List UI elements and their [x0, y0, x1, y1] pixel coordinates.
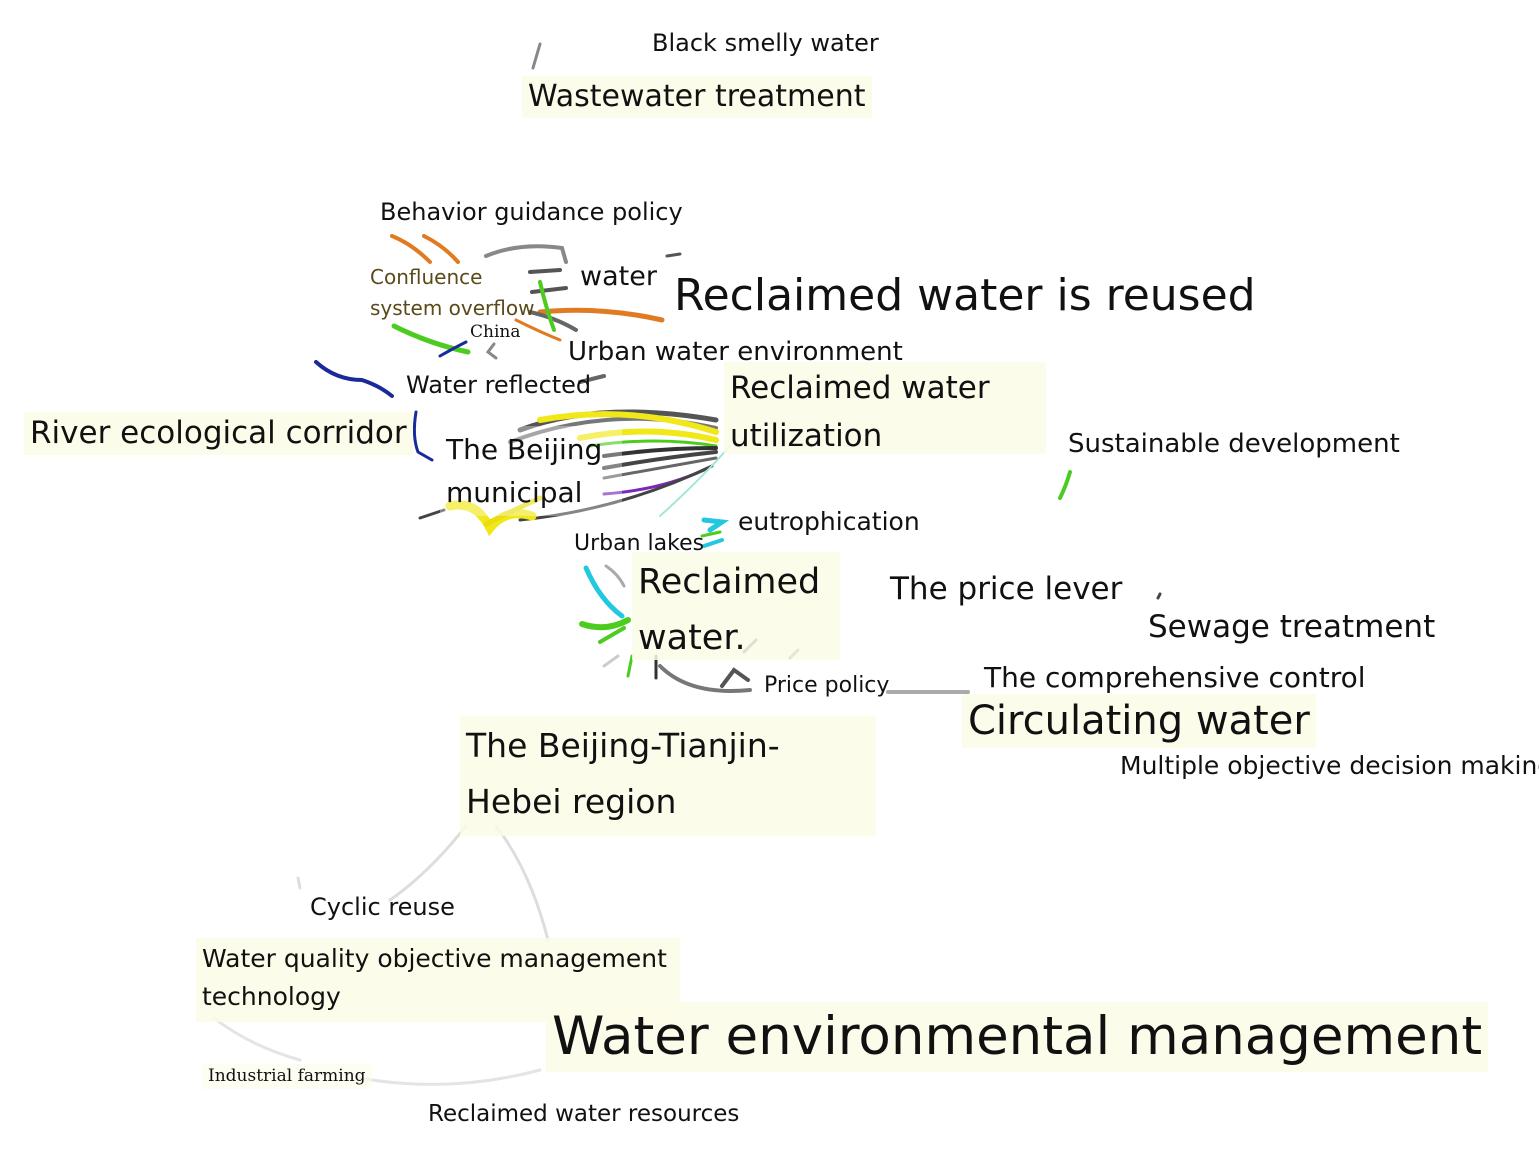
keyword-wastewater-treatment: Wastewater treatment [522, 76, 872, 118]
link-bundle-dark-4 [518, 464, 714, 522]
keyword-multiple-objective-decision-making: Multiple objective decision making [1120, 751, 1539, 780]
link-price-policy-dark [720, 667, 750, 688]
keyword-reclaimed-water-is-reused: Reclaimed water is reused [674, 270, 1256, 321]
link-confluence-green [391, 323, 471, 355]
keyword-reclaimed-water: Reclaimed water. [632, 552, 840, 660]
link-quality-to-farming [212, 1016, 302, 1062]
link-region-to-cyclic [388, 824, 468, 902]
keyword-water-environmental-management: Water environmental management [546, 1002, 1489, 1073]
keyword-river-ecological-corridor: River ecological corridor [24, 412, 413, 455]
keyword-black-smelly-water: Black smelly water [652, 29, 879, 57]
link-beijing-navy [412, 410, 434, 462]
link-river-corridor-navy [314, 360, 394, 398]
link-water-gray-3 [530, 286, 568, 294]
link-china-gray [485, 342, 498, 360]
link-urban-lakes-cyan [702, 538, 724, 548]
link-water-reused-orange [537, 307, 665, 323]
link-eutrophication-cyan [701, 517, 730, 533]
link-bundle-cyan [659, 445, 731, 517]
link-reclaimed-green-3 [626, 654, 634, 678]
link-behavior-orange-1 [390, 234, 432, 264]
link-behavior-orange-2 [422, 234, 460, 264]
link-water-gray-top [484, 244, 568, 264]
link-sewage-dot [1156, 592, 1162, 600]
keyword-reclaimed-water-utilization: Reclaimed water utilization [724, 362, 1046, 454]
keyword-circulating-water: Circulating water [962, 694, 1316, 748]
link-sustainable-green [1058, 470, 1072, 500]
link-water-gray-4 [528, 310, 578, 332]
keyword-the-price-lever: The price lever [890, 571, 1123, 607]
keyword-eutrophication: eutrophication [738, 507, 920, 536]
link-bundle-yellow-2 [577, 428, 719, 443]
link-water-gray-2 [528, 268, 562, 274]
link-water-urban-orange [514, 318, 562, 342]
link-beijing-yellow-2 [483, 495, 543, 527]
keyword-urban-lakes: Urban lakes [574, 531, 705, 556]
keyword-the-beijing-municipal: The Beijing municipal [440, 426, 622, 516]
link-water-dash [665, 252, 682, 258]
keyword-china: China [470, 322, 521, 342]
keyword-sustainable-development: Sustainable development [1068, 429, 1400, 459]
link-beijing-yellow-fill [445, 500, 537, 537]
link-farming-to-management [358, 1068, 542, 1086]
link-beijing-left-dark [418, 508, 446, 520]
link-black-smelly-water [531, 42, 542, 70]
link-urban-lakes-green [700, 530, 722, 538]
keyword-beijing-tianjin-hebei-region: The Beijing-Tianjin-Hebei region [460, 716, 876, 836]
keyword-behavior-guidance-policy: Behavior guidance policy [380, 198, 683, 226]
link-cyclic-left [296, 876, 302, 890]
keyword-confluence-system-overflow: Confluence system overflow [364, 260, 540, 326]
link-reclaimed-green-2 [598, 626, 626, 644]
link-region-to-quality [494, 824, 550, 942]
keyword-sewage-treatment: Sewage treatment [1148, 609, 1436, 645]
link-bundle-dark-1 [602, 446, 718, 458]
keyword-price-policy: Price policy [764, 673, 890, 698]
keyword-industrial-farming: Industrial farming [202, 1064, 372, 1090]
link-bundle-dark-2 [602, 450, 718, 470]
link-bundle-green [588, 439, 718, 448]
link-bundle-dark-3 [602, 456, 718, 480]
keyword-water-reflected: Water reflected [406, 371, 592, 399]
keyword-reclaimed-water-resources: Reclaimed water resources [428, 1101, 740, 1127]
link-bundle-yellow-1 [537, 411, 719, 435]
confluence-line-1: Confluence [370, 265, 483, 289]
link-reclaimed-green [579, 617, 631, 631]
confluence-line-2: system overflow [370, 296, 535, 320]
keyword-water: water [580, 261, 657, 292]
keyword-the-comprehensive-control: The comprehensive control [984, 661, 1366, 694]
link-reclaimed-gray-1 [604, 564, 626, 588]
keyword-cyclic-reuse: Cyclic reuse [310, 893, 455, 921]
link-water-green [538, 280, 556, 332]
link-confluence-navy [438, 340, 468, 358]
link-water-reflected-gray [578, 374, 606, 384]
link-reclaimed-gray-2 [602, 654, 620, 668]
link-reclaimed-cyan [583, 565, 625, 619]
link-price-policy-gray [658, 664, 752, 693]
